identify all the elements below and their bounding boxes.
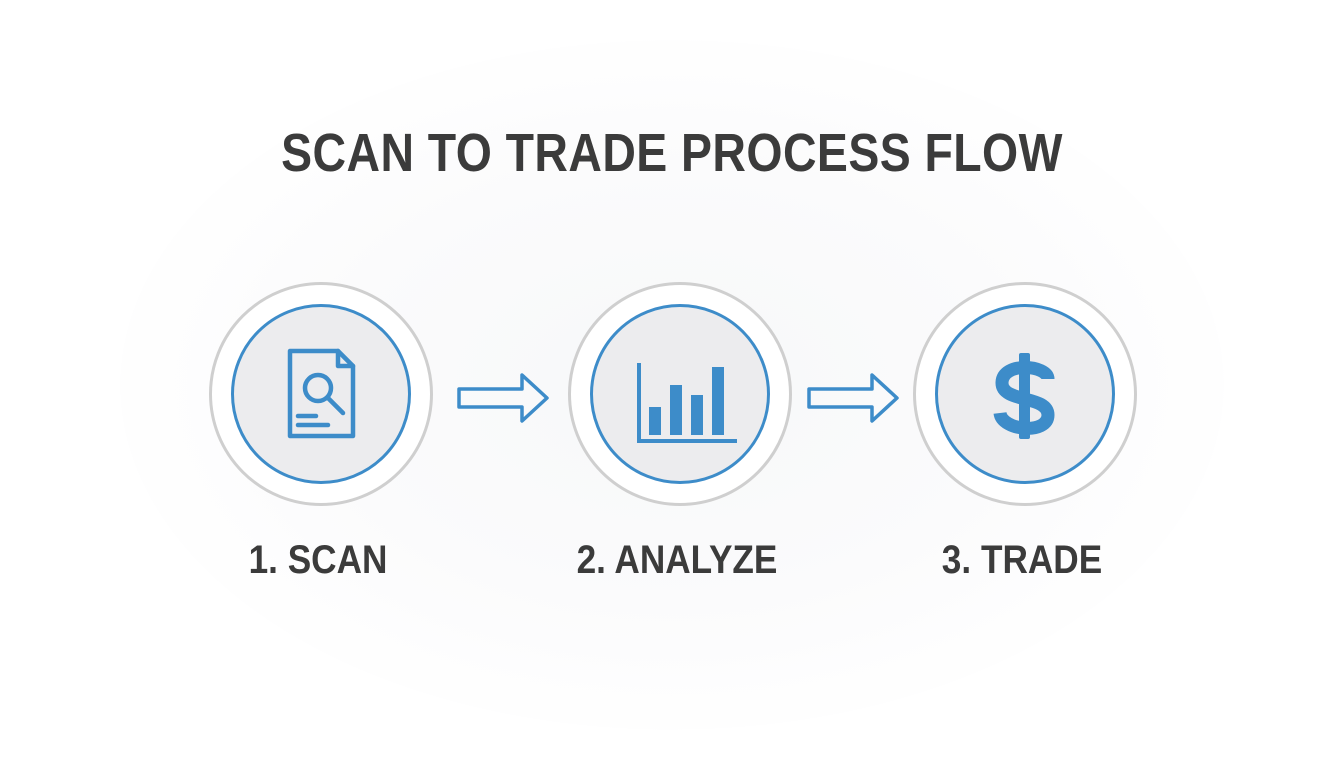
step-label-analyze: 2. ANALYZE <box>576 538 778 582</box>
step-trade-circle <box>913 282 1137 506</box>
arrow-right-icon <box>807 373 899 423</box>
document-search-icon <box>287 348 356 439</box>
step-trade-inner <box>935 304 1115 484</box>
step-label-scan: 1. SCAN <box>248 538 388 582</box>
arrow-right-icon <box>457 373 549 423</box>
step-scan-inner <box>231 304 411 484</box>
step-label-trade: 3. TRADE <box>941 538 1103 582</box>
step-analyze-inner <box>590 304 770 484</box>
diagram-title: SCAN TO TRADE PROCESS FLOW <box>281 123 1063 183</box>
dollar-icon <box>993 353 1055 439</box>
step-scan-circle <box>209 282 433 506</box>
step-analyze-circle <box>568 282 792 506</box>
bar-chart-icon <box>637 363 737 443</box>
